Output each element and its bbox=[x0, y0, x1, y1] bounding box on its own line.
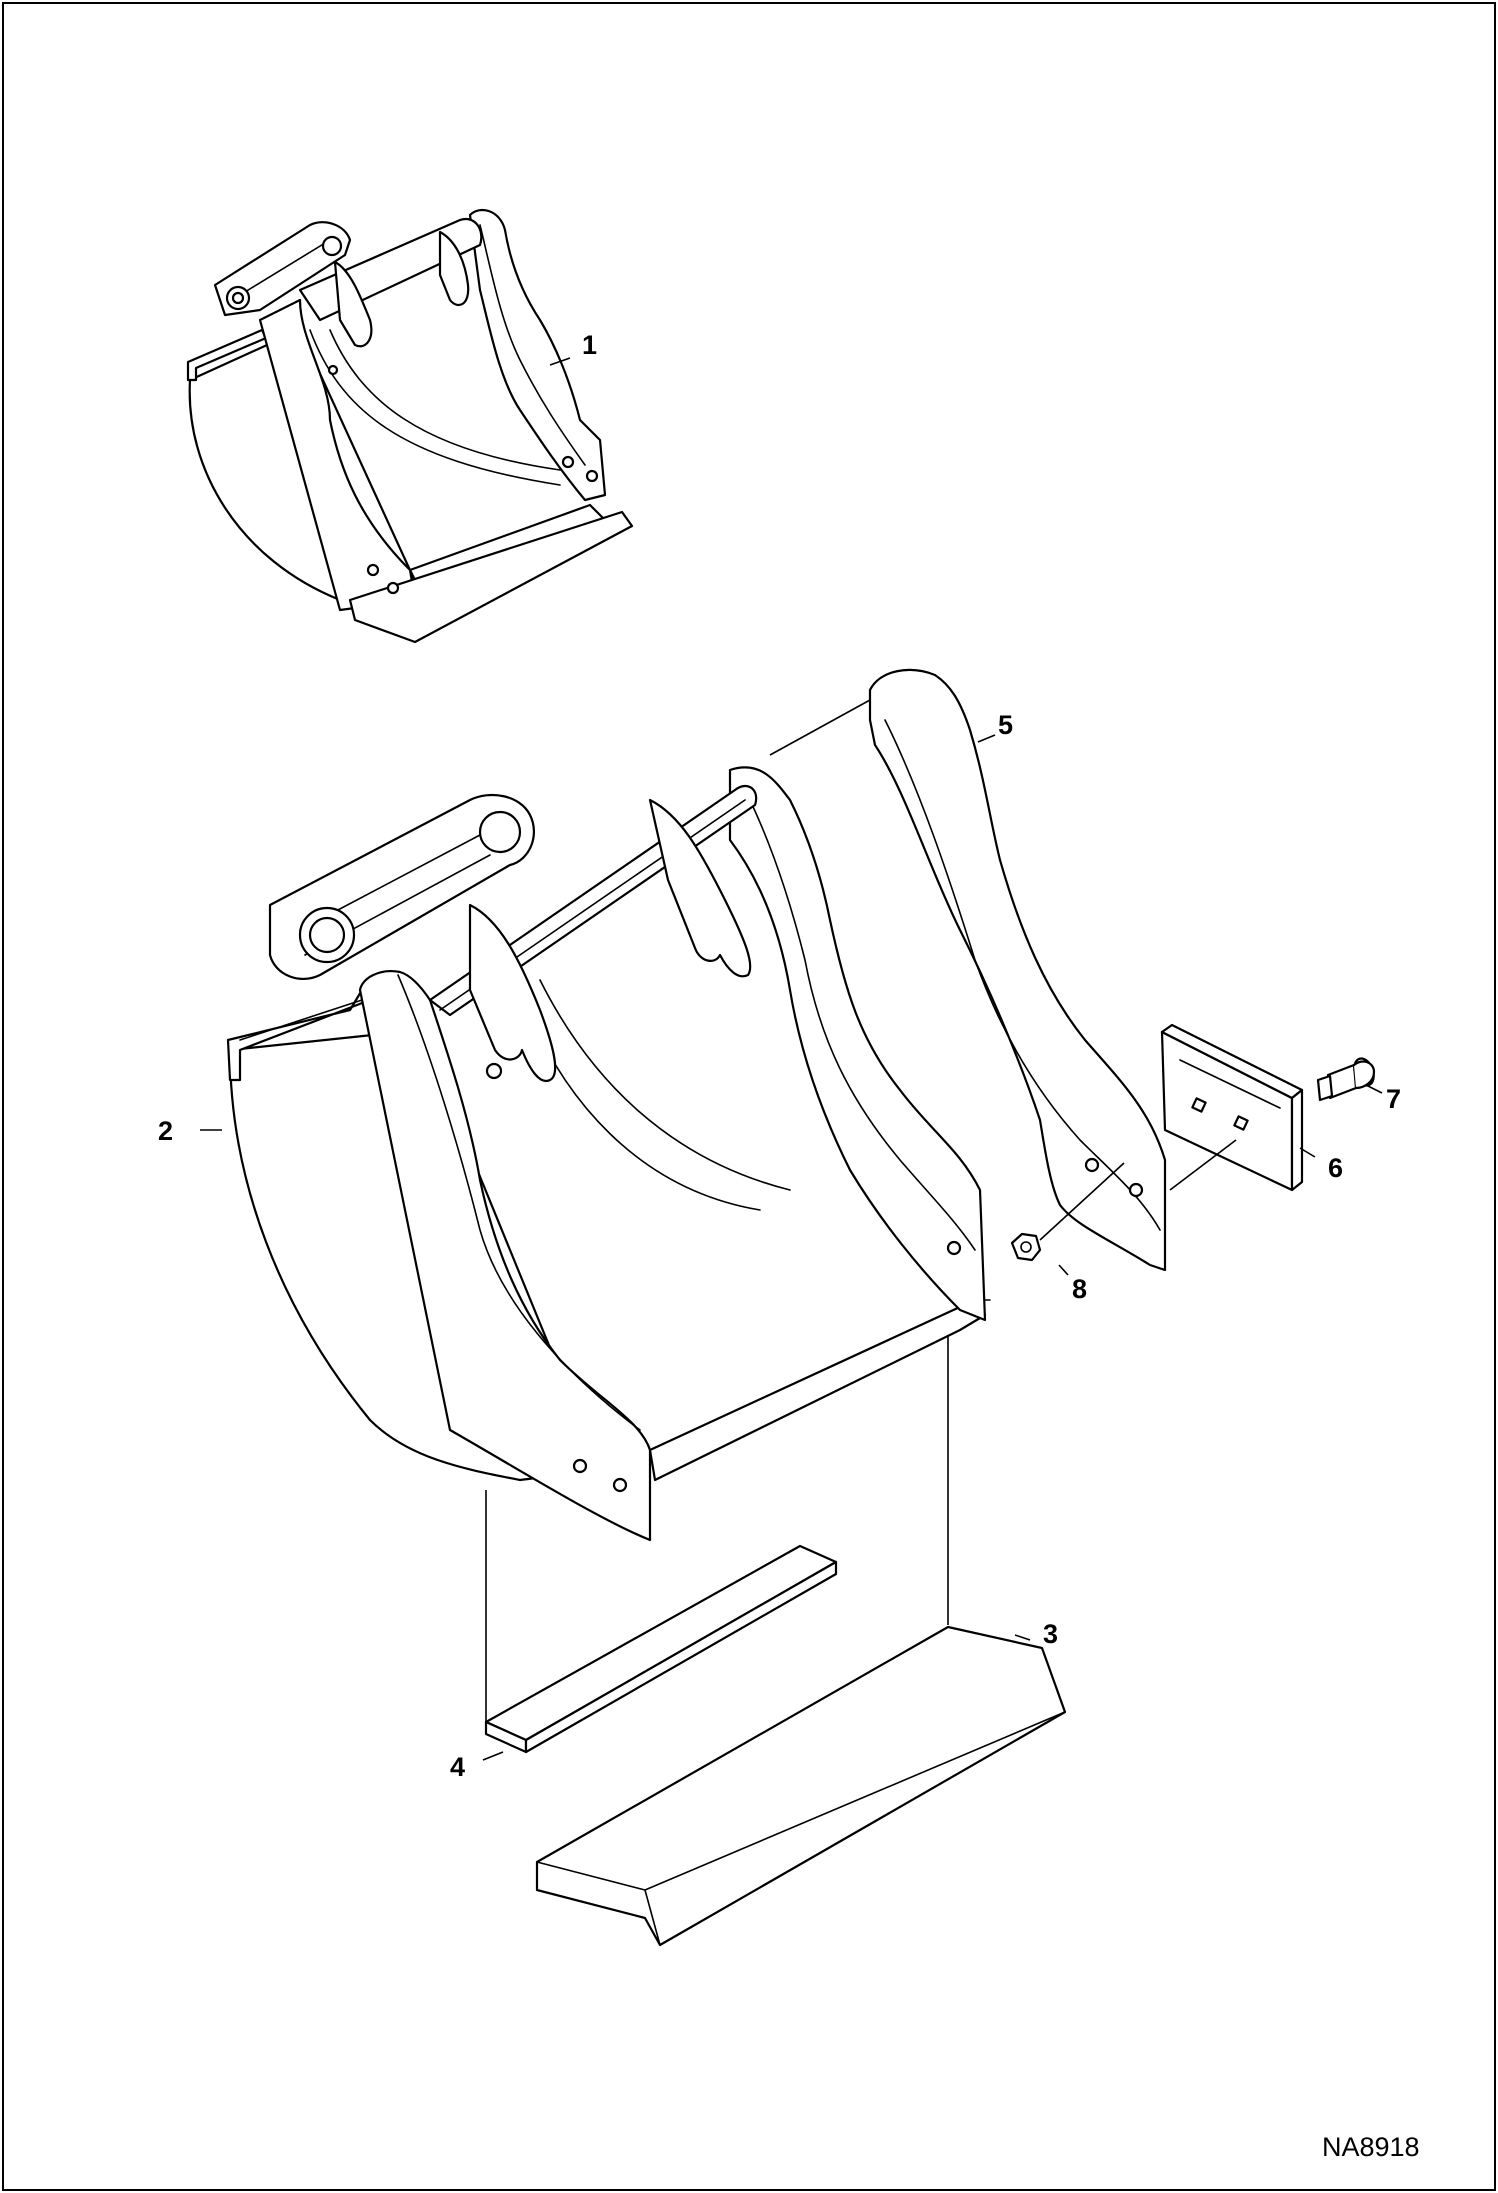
wear-plate bbox=[1160, 1023, 1304, 1192]
callout-3: 3 bbox=[1043, 1619, 1058, 1649]
spacer-bar bbox=[484, 1544, 838, 1754]
callout-2: 2 bbox=[158, 1116, 173, 1146]
small-bucket-assembly bbox=[186, 208, 634, 644]
side-plate bbox=[868, 668, 1167, 1272]
assembly-lines bbox=[485, 699, 1237, 1725]
bolt bbox=[1316, 1057, 1376, 1102]
leader-lines bbox=[200, 357, 1383, 1761]
callout-6: 6 bbox=[1328, 1153, 1343, 1183]
callout-8: 8 bbox=[1072, 1274, 1087, 1304]
callout-4: 4 bbox=[450, 1752, 465, 1782]
nut bbox=[1010, 1232, 1042, 1262]
figure-id: NA8918 bbox=[1322, 2132, 1420, 2162]
cutting-edge bbox=[535, 1625, 1067, 1947]
bucket-body bbox=[226, 766, 991, 1542]
callout-1: 1 bbox=[582, 330, 597, 360]
callout-7: 7 bbox=[1386, 1084, 1401, 1114]
callout-5: 5 bbox=[998, 710, 1013, 740]
